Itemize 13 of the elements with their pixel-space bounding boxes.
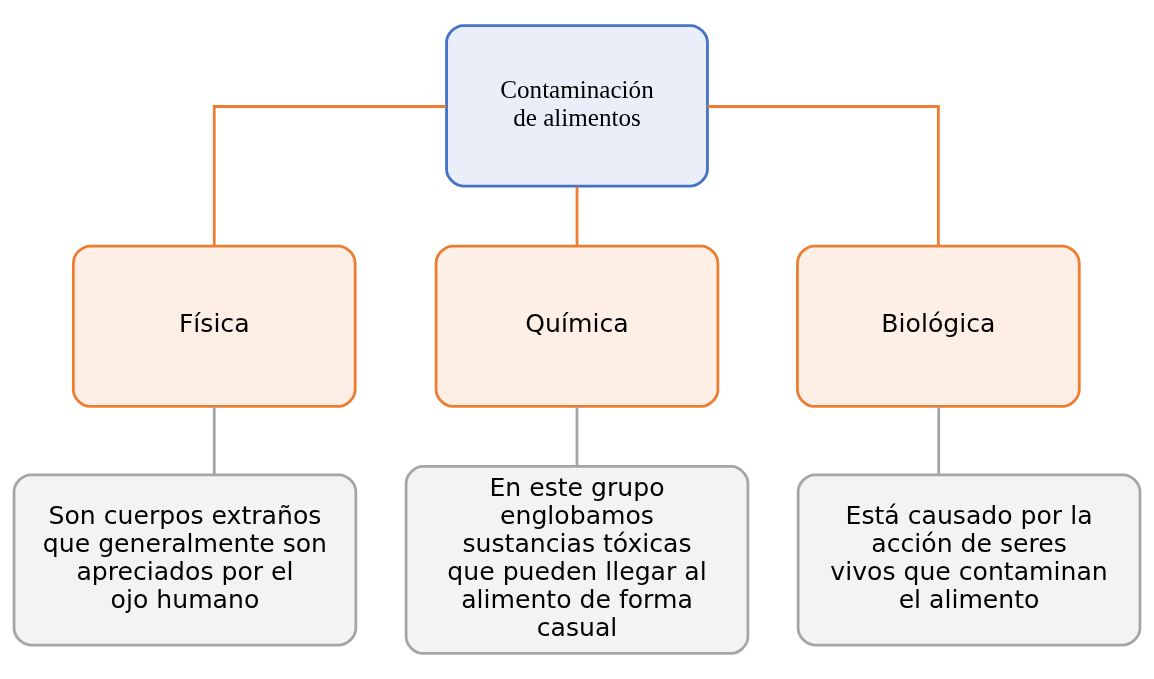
node-box: En este grupo englobamos sustancias tóxicas que pueden llegar al alimento de forma casual bbox=[404, 465, 750, 655]
node-box: Biológica bbox=[796, 244, 1081, 408]
connector bbox=[212, 105, 447, 246]
connector bbox=[212, 406, 216, 475]
node-box: Contaminación de alimentos bbox=[445, 24, 709, 188]
node-box: Química bbox=[434, 244, 720, 408]
node-box: Física bbox=[71, 244, 357, 408]
connector bbox=[575, 186, 579, 246]
connector bbox=[707, 105, 940, 246]
node-box: Está causado por la acción de seres vivos que contaminan el alimento bbox=[796, 473, 1142, 647]
connector bbox=[937, 406, 941, 475]
connector bbox=[575, 406, 579, 467]
node-box: Son cuerpos extraños que generalmente son apreciados por el ojo humano bbox=[12, 473, 358, 647]
